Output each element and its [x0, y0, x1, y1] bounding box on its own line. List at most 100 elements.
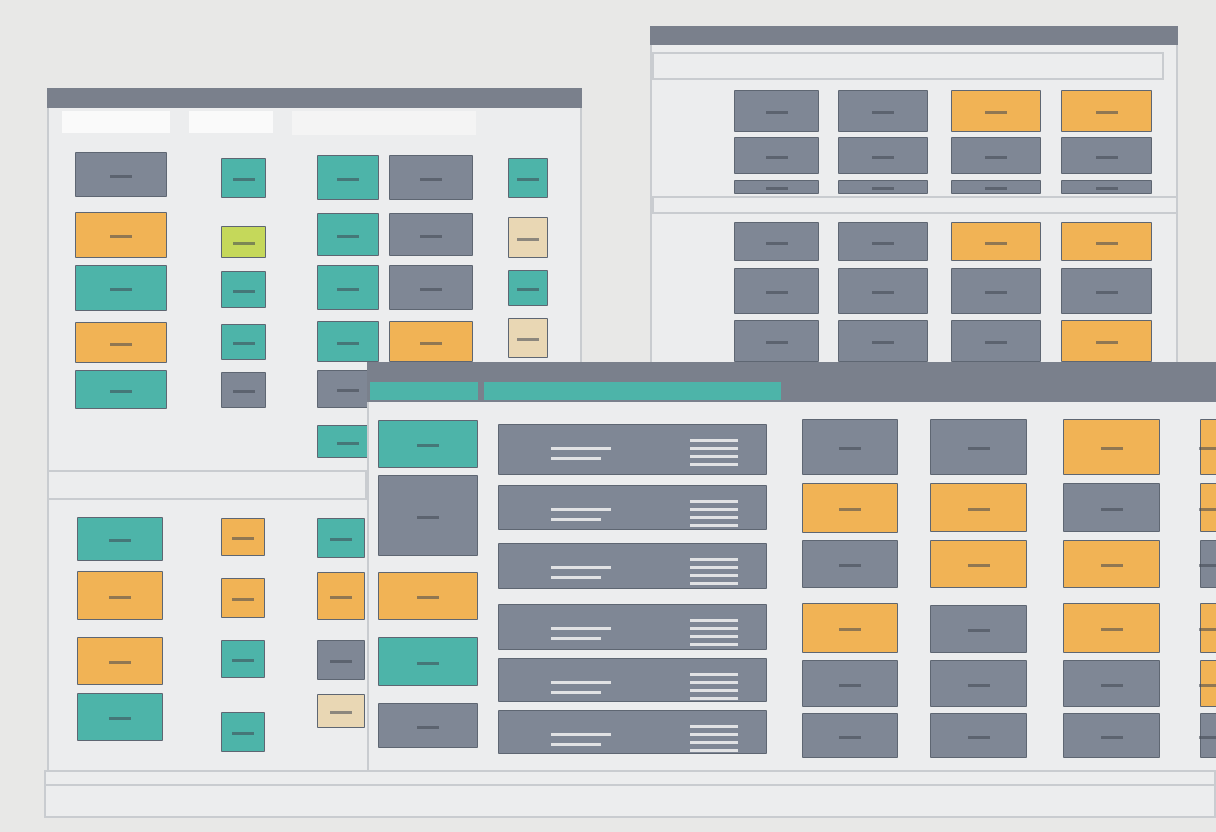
- drawer: [75, 322, 167, 363]
- drawer: [378, 637, 478, 686]
- drawer: [1063, 603, 1160, 653]
- label-line: [690, 673, 738, 676]
- label-line: [690, 635, 738, 638]
- drawer-handle: [110, 342, 132, 346]
- drawer: [77, 693, 163, 741]
- drawer-handle: [1100, 683, 1123, 687]
- drawer-handle: [765, 111, 788, 114]
- drawer-handle: [110, 174, 132, 178]
- drawer: [1063, 660, 1160, 707]
- drawer: [75, 212, 167, 258]
- drawer-handle: [1199, 683, 1216, 687]
- drawer: [838, 180, 928, 194]
- drawer: [221, 158, 266, 198]
- drawer-handle: [417, 661, 439, 665]
- drawer-handle: [872, 341, 894, 344]
- drawer: [930, 660, 1027, 707]
- drawer: [498, 424, 767, 475]
- drawer-handle: [330, 660, 352, 663]
- drawer-handle: [1100, 447, 1123, 450]
- label-line: [690, 447, 738, 450]
- label-line: [690, 643, 738, 646]
- drawer-handle: [765, 291, 788, 294]
- drawer: [508, 270, 548, 306]
- drawer-handle: [967, 447, 990, 450]
- drawer: [378, 420, 478, 468]
- label-line: [551, 627, 611, 630]
- drawer: [389, 155, 473, 200]
- drawer-handle: [967, 507, 990, 511]
- drawer: [77, 637, 163, 685]
- drawer-handle: [232, 732, 254, 735]
- drawer-handle: [1199, 507, 1216, 511]
- label-line: [690, 741, 738, 744]
- drawer: [838, 222, 928, 261]
- drawer-handle: [1095, 341, 1118, 344]
- drawer: [221, 640, 265, 678]
- drawer: [1063, 483, 1160, 532]
- drawer-handle: [417, 515, 439, 519]
- drawer-handle: [1100, 628, 1123, 631]
- drawer: [317, 321, 379, 362]
- drawer-handle: [985, 187, 1007, 190]
- drawer: [930, 483, 1027, 532]
- label-line: [690, 582, 738, 585]
- drawer: [498, 710, 767, 754]
- drawer: [1061, 137, 1152, 174]
- drawer: [1199, 603, 1216, 653]
- drawer-handle: [110, 288, 132, 291]
- drawer-handle: [1100, 735, 1123, 739]
- top-bar: [47, 88, 582, 108]
- drawer: [734, 90, 819, 132]
- drawer: [389, 265, 473, 310]
- drawer: [802, 660, 898, 707]
- drawer-handle: [337, 341, 359, 345]
- drawer: [1061, 180, 1152, 194]
- drawer-handle: [232, 342, 255, 345]
- label-line: [551, 743, 601, 746]
- label-line: [551, 508, 611, 511]
- drawer: [508, 158, 548, 198]
- mid-rail: [47, 470, 367, 500]
- drawer: [77, 517, 163, 561]
- drawer-handle: [420, 177, 442, 181]
- label-line: [551, 447, 611, 450]
- drawer-handle: [232, 242, 255, 245]
- drawer-handle: [985, 241, 1007, 245]
- drawer: [1061, 320, 1152, 362]
- drawer: [75, 370, 167, 409]
- drawer: [838, 268, 928, 314]
- drawer-handle: [839, 508, 861, 511]
- drawer: [951, 222, 1041, 261]
- drawer-handle: [985, 291, 1007, 294]
- label-line: [551, 733, 611, 736]
- drawer: [221, 324, 266, 360]
- drawer-handle: [337, 177, 359, 181]
- label-line: [690, 619, 738, 622]
- label-line: [551, 566, 611, 569]
- drawer-handle: [839, 447, 861, 450]
- drawer: [508, 318, 548, 358]
- drawer: [389, 321, 473, 362]
- drawer-handle: [109, 717, 131, 720]
- drawer: [1199, 483, 1216, 532]
- drawer-handle: [232, 178, 255, 181]
- drawer-handle: [337, 287, 359, 291]
- label-line: [690, 455, 738, 458]
- drawer-handle: [330, 711, 352, 714]
- drawer: [838, 320, 928, 362]
- drawer-handle: [985, 155, 1007, 159]
- drawer: [951, 137, 1041, 174]
- drawer-handle: [1095, 111, 1118, 114]
- drawer: [389, 213, 473, 256]
- drawer: [221, 712, 265, 752]
- drawer: [838, 90, 928, 132]
- drawer: [1063, 419, 1160, 475]
- top-bar: [650, 26, 1178, 45]
- drawer: [75, 152, 167, 197]
- drawer: [802, 483, 898, 533]
- label-slot: [189, 111, 273, 133]
- mid-rail: [652, 196, 1178, 214]
- drawer: [1061, 222, 1152, 261]
- drawer-handle: [232, 289, 255, 293]
